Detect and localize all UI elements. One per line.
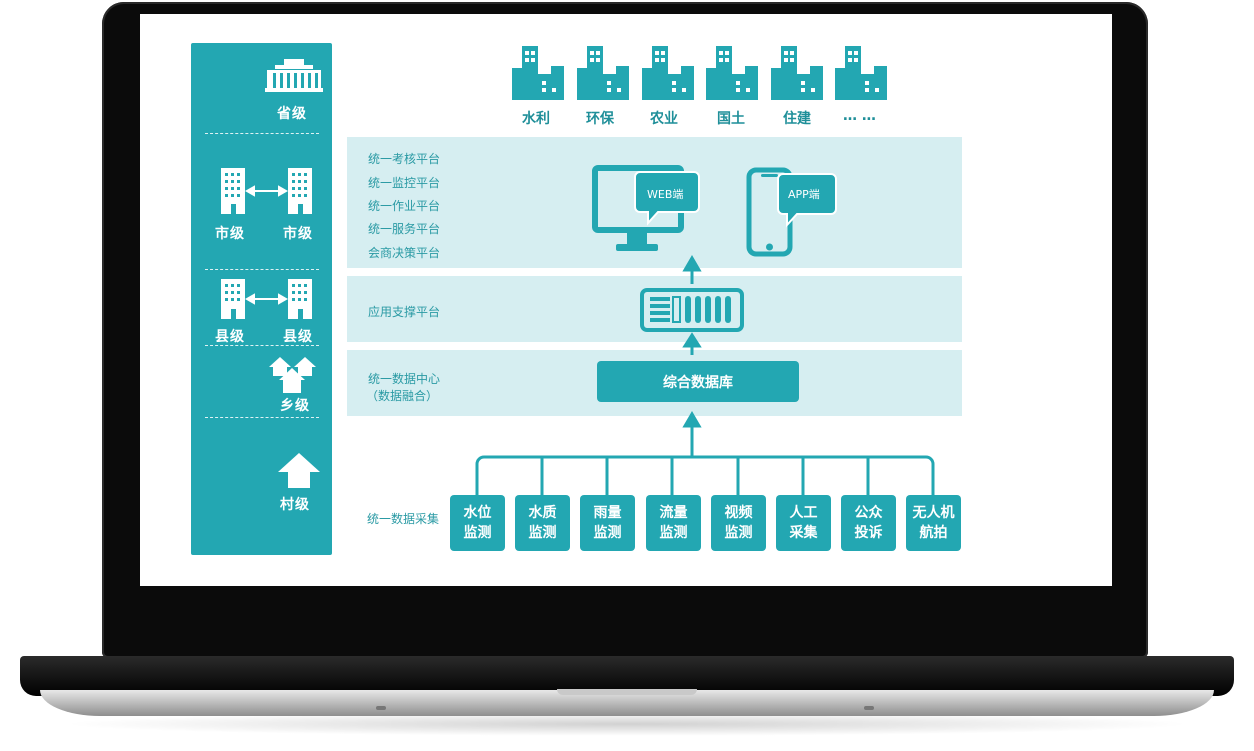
source-water-level: 水位监测 [450, 495, 505, 551]
divider [205, 269, 319, 270]
department-building-icon [642, 46, 694, 100]
department-building-icon [706, 46, 758, 100]
source-flow: 流量监测 [646, 495, 701, 551]
data-fusion-label: （数据融合） [366, 389, 439, 403]
platform-item: 统一服务平台 [368, 222, 441, 236]
data-center-label: 统一数据中心 [368, 372, 441, 386]
source-water-quality: 水质监测 [515, 495, 570, 551]
dept-label-housing: 住建 [783, 111, 811, 127]
platform-item: 统一考核平台 [368, 152, 441, 166]
source-rainfall: 雨量监测 [580, 495, 635, 551]
source-drone: 无人机航拍 [906, 495, 961, 551]
village-level-label: 村级 [280, 497, 310, 513]
data-collection-label: 统一数据采集 [367, 512, 440, 526]
department-building-icon [835, 46, 887, 100]
department-building-icon [512, 46, 564, 100]
application-support-label: 应用支撑平台 [368, 305, 441, 319]
province-level-label: 省级 [277, 106, 307, 122]
dept-label-water: 水利 [522, 111, 550, 127]
department-icons [512, 46, 887, 100]
admin-level-sidebar: 省级 市级 市级 县级 县级 乡级 村级 [191, 43, 332, 555]
divider [205, 417, 319, 418]
department-building-icon [577, 46, 629, 100]
township-level-label: 乡级 [280, 398, 310, 414]
laptop-opening-notch [557, 689, 697, 695]
app-client-label: APP端 [788, 188, 820, 201]
platform-item: 统一监控平台 [368, 176, 441, 190]
divider [205, 345, 319, 346]
government-building-icon [221, 59, 323, 488]
laptop-foot [864, 706, 874, 710]
web-client-label: WEB端 [647, 188, 684, 201]
source-manual: 人工采集 [776, 495, 831, 551]
dept-label-more: … … [843, 108, 876, 124]
source-video: 视频监测 [711, 495, 766, 551]
flow-connectors [475, 255, 935, 495]
department-building-icon [771, 46, 823, 100]
city-level-label-right: 市级 [283, 226, 313, 242]
mobile-phone-icon [746, 167, 837, 257]
laptop-screen: 省级 市级 市级 县级 县级 乡级 村级 水利 环保 农业 国土 住建 … … … [140, 14, 1112, 586]
platform-item: 会商决策平台 [368, 246, 441, 260]
laptop-shadow [60, 712, 1194, 736]
county-level-label-left: 县级 [215, 329, 245, 345]
divider [205, 133, 319, 134]
platform-item: 统一作业平台 [368, 199, 441, 213]
city-level-label-left: 市级 [215, 226, 245, 242]
dept-label-environment: 环保 [586, 111, 614, 127]
dept-label-land: 国土 [717, 111, 745, 127]
server-icon [640, 288, 744, 332]
dept-label-agriculture: 农业 [650, 111, 678, 127]
integrated-database-box: 综合数据库 [597, 361, 799, 402]
county-level-label-right: 县级 [283, 329, 313, 345]
laptop-foot [376, 706, 386, 710]
source-public-complaint: 公众投诉 [841, 495, 896, 551]
web-monitor-icon [592, 165, 700, 251]
